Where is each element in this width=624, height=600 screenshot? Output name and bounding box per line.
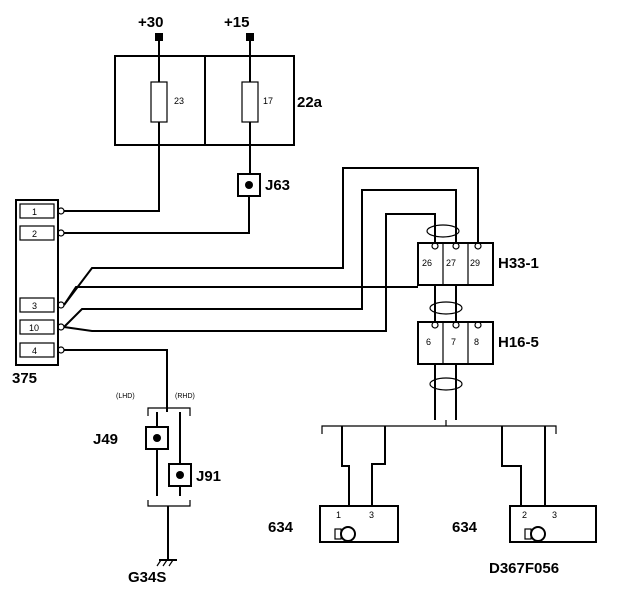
variant-rhd-label: (RHD) xyxy=(175,393,195,400)
connector-h16-5-label: H16-5 xyxy=(498,334,539,351)
speaker-right-pin-3: 3 xyxy=(552,510,557,520)
splice-j49-label: J49 xyxy=(93,431,118,448)
wires-375 xyxy=(63,145,479,412)
terminal-plus15: +15 xyxy=(224,14,254,56)
splice-j91-label: J91 xyxy=(196,468,221,485)
splice-j63: J63 xyxy=(237,145,290,197)
h16-pin-7: 7 xyxy=(451,337,456,347)
speaker-cable xyxy=(321,364,557,506)
speaker-634-left: 1 3 634 xyxy=(268,505,399,543)
terminal-plus30: +30 xyxy=(138,14,163,56)
connector-375: 1 2 3 10 4 375 xyxy=(12,199,65,387)
h33-pin-29: 29 xyxy=(470,258,480,268)
h33-pin-26: 26 xyxy=(422,258,432,268)
h16-pin-8: 8 xyxy=(474,337,479,347)
connector-375-pin-4: 4 xyxy=(32,346,37,356)
connector-375-pin-3: 3 xyxy=(32,301,37,311)
speaker-left-pin-3: 3 xyxy=(369,510,374,520)
speaker-right-pin-2: 2 xyxy=(522,510,527,520)
connector-375-pin-10: 10 xyxy=(29,323,39,333)
h33-pin-27: 27 xyxy=(446,258,456,268)
speaker-right-label: 634 xyxy=(452,519,478,536)
connector-375-pin-2: 2 xyxy=(32,229,37,239)
connector-375-label: 375 xyxy=(12,370,37,387)
connector-h16-5: 6 7 8 H16-5 xyxy=(417,285,539,391)
speaker-left-label: 634 xyxy=(268,519,294,536)
connector-375-pin-1: 1 xyxy=(32,207,37,217)
splice-j63-label: J63 xyxy=(265,177,290,194)
drawing-id: D367F056 xyxy=(489,560,559,577)
connector-h33-1-label: H33-1 xyxy=(498,255,539,272)
h16-pin-6: 6 xyxy=(426,337,431,347)
fuse-17 xyxy=(241,81,259,123)
fuse-23 xyxy=(150,81,168,123)
fuse-box-label: 22a xyxy=(297,94,323,111)
ground-splices: (LHD) (RHD) J49 J91 G34S xyxy=(93,393,221,586)
speaker-634-right: 2 3 634 xyxy=(452,505,597,543)
terminal-plus15-label: +15 xyxy=(224,14,249,31)
speaker-left-pin-1: 1 xyxy=(336,510,341,520)
fuse-17-label: 17 xyxy=(263,96,273,106)
variant-lhd-label: (LHD) xyxy=(116,393,135,400)
fuse-23-label: 23 xyxy=(174,96,184,106)
terminal-plus30-label: +30 xyxy=(138,14,163,31)
fuse-box-22a: 23 17 22a xyxy=(114,55,323,146)
ground-label: G34S xyxy=(128,569,166,586)
